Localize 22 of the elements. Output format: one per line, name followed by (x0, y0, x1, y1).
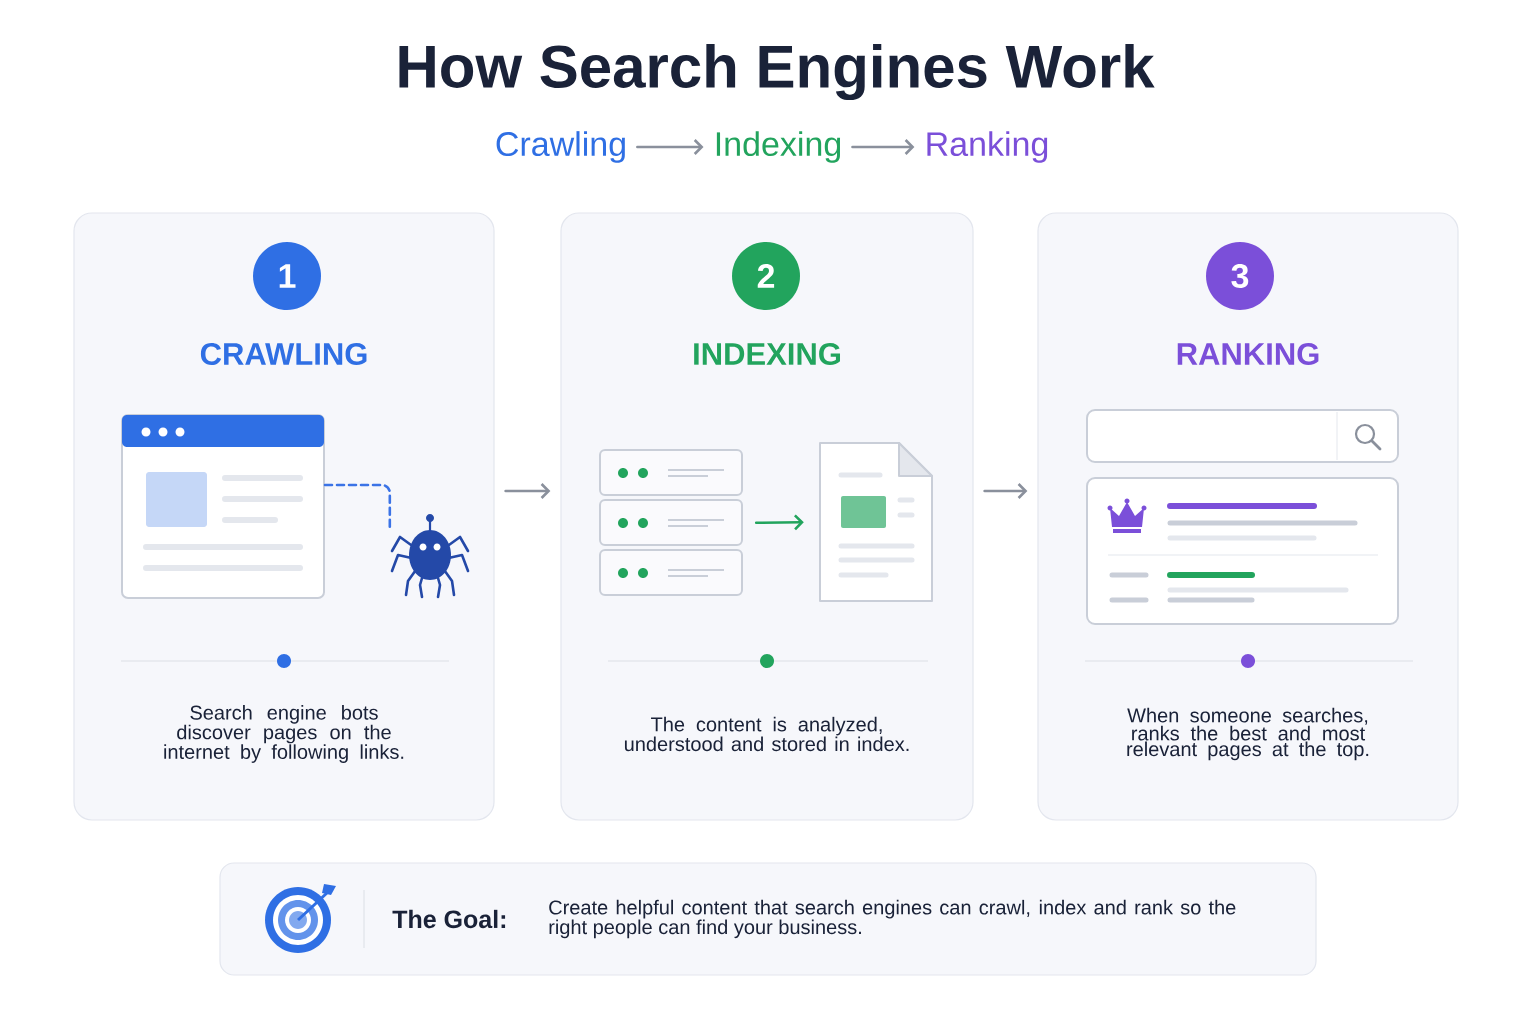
connector-line (323, 483, 392, 531)
goal-text: Create helpful content that search engines can crawl, index and rank so the right people can find your business. (549, 899, 1236, 939)
arrow (504, 483, 551, 499)
card-heading: RANKING (1177, 343, 1319, 365)
arrow (851, 139, 915, 155)
spider-bot-drawing (390, 514, 470, 599)
card-description: The content is analyzed, understood and stored in index. (624, 716, 909, 752)
subtitle-word: Crawling (496, 131, 625, 163)
subtitle-word: Indexing (716, 131, 841, 163)
card-description: When someone searches, ranks the best and most relevant pages at the top. (1127, 707, 1369, 761)
server-stack-drawing (599, 449, 743, 596)
document-drawing (819, 442, 933, 602)
subtitle-word: Ranking (927, 131, 1048, 163)
browser-window-drawing (121, 414, 325, 599)
arrow (636, 139, 704, 155)
title: How Search Engines Work (399, 43, 1155, 101)
goal-label: The Goal: (392, 909, 506, 929)
card-heading: CRAWLING (200, 343, 367, 365)
arrow (754, 514, 804, 531)
arrow (983, 483, 1028, 499)
card-heading: INDEXING (694, 343, 840, 365)
card-description: Search engine bots discover pages on the internet by following links. (164, 705, 404, 763)
